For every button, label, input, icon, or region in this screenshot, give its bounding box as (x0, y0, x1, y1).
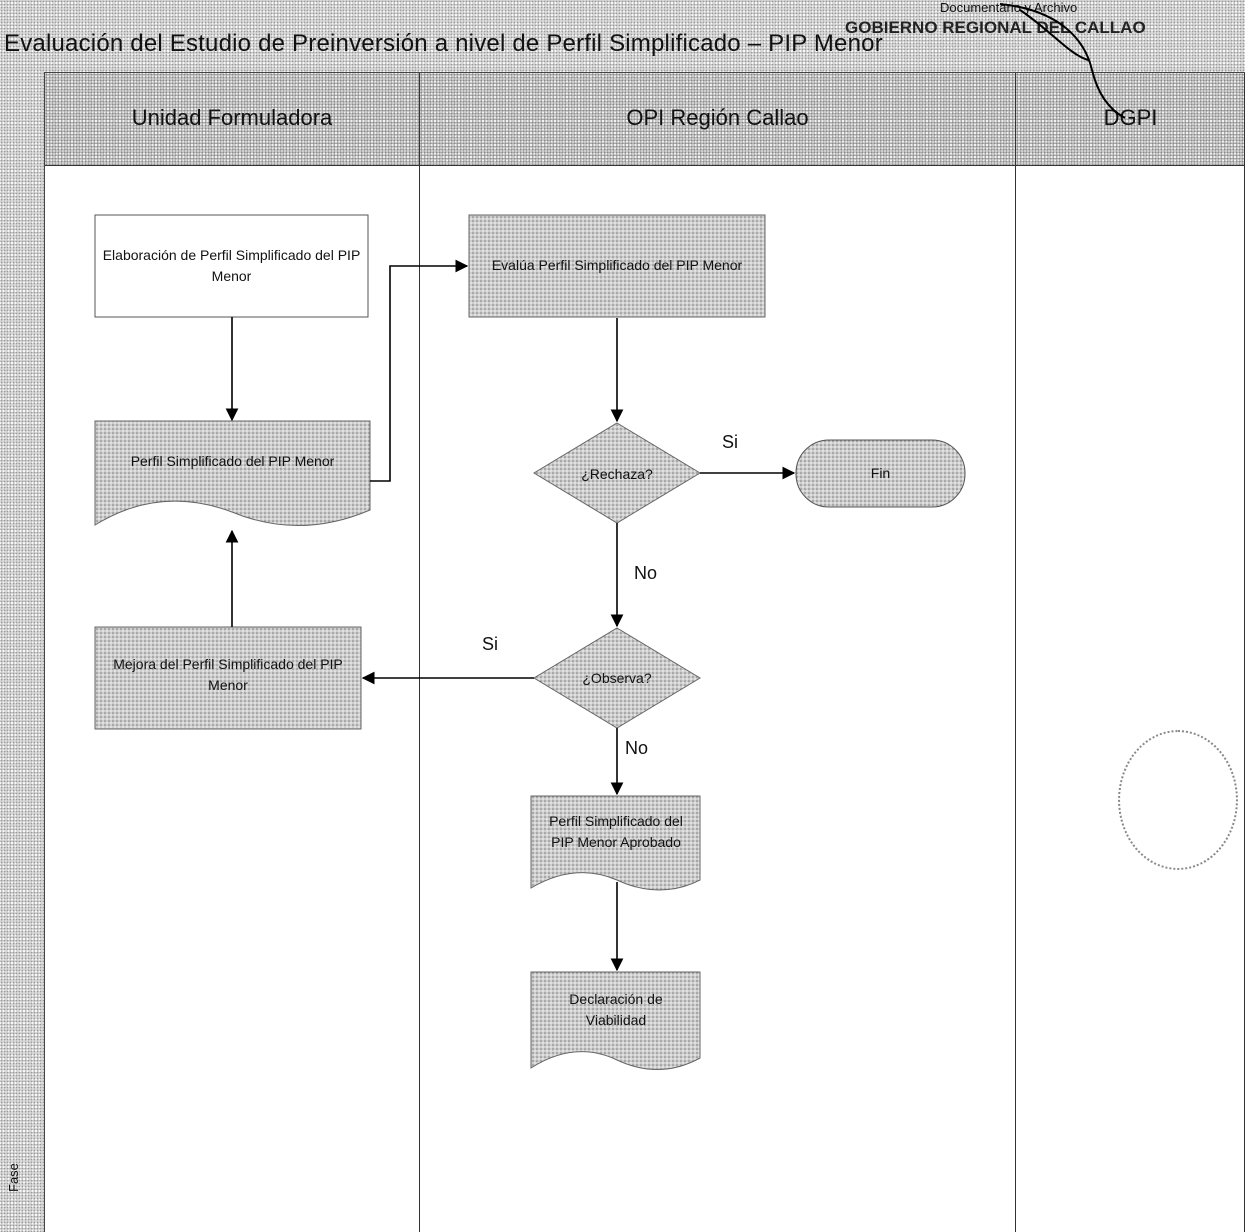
mejora-box (94, 626, 362, 730)
rechaza-label: ¿Rechaza? (581, 465, 653, 482)
lane-header-opi-region-callao: OPI Región Callao (420, 73, 1016, 166)
lane-label-opi-region-callao: OPI Región Callao (626, 105, 809, 130)
connector-perfil-to-evalua (370, 259, 469, 482)
aprobado-document-shape (530, 795, 701, 891)
lane-header-dgpi: DGPI (1016, 73, 1245, 166)
diagram-title: Evaluación del Estudio de Preinversión a… (4, 30, 883, 57)
edge-label-observa-si: Si (482, 634, 499, 654)
lane-divider-1 (419, 73, 420, 1232)
edge-label-rechaza-no: No (634, 563, 658, 583)
elaboracion-box (94, 214, 369, 318)
mejora-label: Mejora del Perfil Simplificado del PIP M… (113, 656, 343, 693)
elaboracion-label: Elaboración de Perfil Simplificado del P… (102, 247, 361, 284)
seal-stamp (1118, 730, 1238, 870)
fin-terminator (795, 439, 966, 508)
aprobado-label: Perfil Simplificado del PIP Menor Aproba… (549, 813, 683, 850)
edge-label-observa-no: No (625, 738, 649, 758)
top-note: Documentario y Archivo (940, 0, 1078, 15)
perfil-document-shape (94, 420, 371, 526)
perfil-document-label: Perfil Simplificado del PIP Menor (130, 452, 335, 469)
declaracion-label: Declaración de Viabilidad (569, 991, 663, 1028)
evalua-box (468, 214, 766, 318)
declaracion-document-shape (530, 971, 701, 1070)
phase-column (0, 72, 45, 1232)
edge-label-rechaza-si: Si (722, 432, 739, 452)
fin-label: Fin (870, 464, 891, 481)
lane-divider-2 (1015, 73, 1016, 1232)
signature-mark (999, 3, 1126, 119)
lane-label-unidad-formuladora: Unidad Formuladora (131, 105, 333, 130)
evalua-label: Evalúa Perfil Simplificado del PIP Menor (491, 256, 743, 273)
lane-header-unidad-formuladora: Unidad Formuladora (45, 73, 420, 166)
observa-label: ¿Observa? (582, 669, 652, 686)
